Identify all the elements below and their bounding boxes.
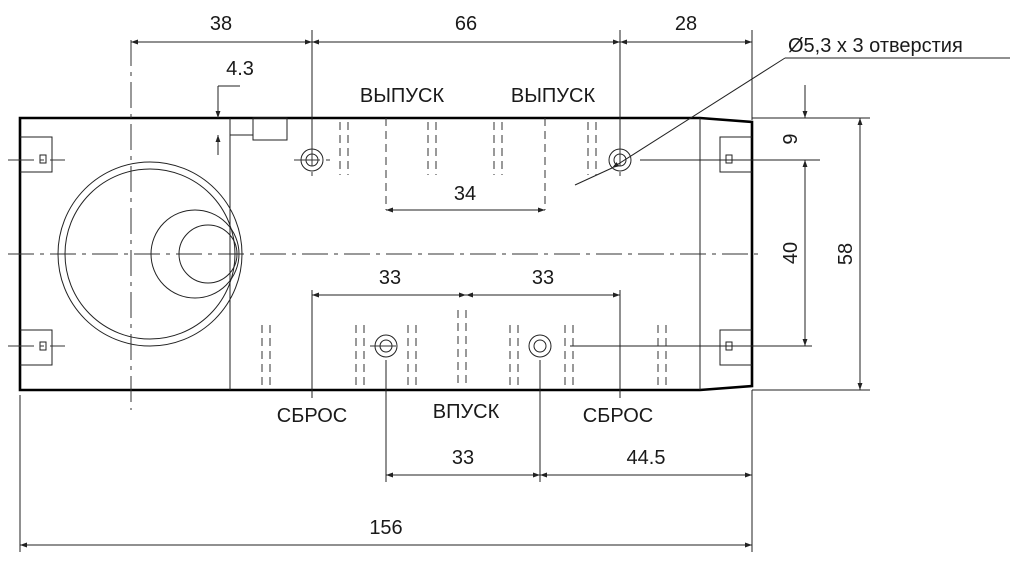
end-slot-left-top xyxy=(8,136,65,173)
hole-bottom-left xyxy=(370,334,402,358)
dim-40: 40 xyxy=(780,242,802,264)
top-tab xyxy=(230,117,288,141)
label-reset-left: СБРОС xyxy=(277,405,347,427)
hole-callout-leader xyxy=(574,57,1010,186)
hidden-ports-top xyxy=(339,118,597,210)
dim-28: 28 xyxy=(675,13,697,35)
hidden-ports-bottom xyxy=(261,310,667,385)
dim-44-5: 44.5 xyxy=(627,447,666,469)
dimension-lines xyxy=(20,39,863,548)
end-slot-right-top xyxy=(719,136,752,173)
dim-33-bottom: 33 xyxy=(452,447,474,469)
end-slot-left-bottom xyxy=(8,329,65,366)
dim-38: 38 xyxy=(210,13,232,35)
label-outlet-left: ВЫПУСК xyxy=(360,85,445,107)
end-slot-right-bottom xyxy=(719,329,752,366)
dim-34: 34 xyxy=(454,183,476,205)
extension-lines xyxy=(19,30,870,552)
dim-4-3: 4.3 xyxy=(226,58,254,80)
dim-33-left: 33 xyxy=(379,267,401,289)
main-boss xyxy=(57,40,243,410)
dim-58: 58 xyxy=(835,243,857,265)
hole-top-left xyxy=(294,140,330,182)
label-reset-right: СБРОС xyxy=(583,405,653,427)
dim-66: 66 xyxy=(455,13,477,35)
dim-156: 156 xyxy=(369,517,402,539)
hole-top-right xyxy=(608,140,820,182)
label-inlet: ВПУСК xyxy=(433,401,500,423)
dim-9: 9 xyxy=(780,133,802,144)
hole-bottom-right xyxy=(528,334,812,358)
hole-callout-text: Ø5,3 x 3 отверстия xyxy=(788,35,963,57)
dim-33-right: 33 xyxy=(532,267,554,289)
label-outlet-right: ВЫПУСК xyxy=(511,85,596,107)
